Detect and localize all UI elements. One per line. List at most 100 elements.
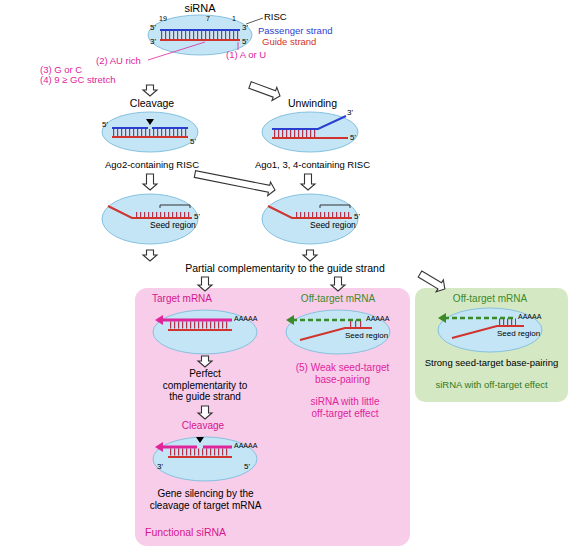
node-text: AAAAA [366, 315, 396, 323]
text-label: (1) A or U [226, 50, 296, 61]
guide-strand [112, 136, 188, 138]
node-text: Ago2-containing RISC [92, 160, 212, 171]
leader-line [246, 18, 263, 24]
base-pairs [161, 31, 239, 39]
risc-oval: Seed region [100, 190, 210, 248]
leader-line [238, 42, 239, 50]
off-target-mrna [292, 319, 364, 322]
cleavage-mark [196, 437, 204, 443]
node-heading: siRNA with off-target effect [418, 380, 565, 391]
node-text: Ago1, 3, 4-containing RISC [240, 160, 385, 171]
seed-bracket [320, 205, 350, 208]
risc-ellipse [262, 112, 358, 152]
node-heading: Cleavage [148, 420, 258, 432]
passenger-strand [272, 116, 346, 129]
passenger-strand [160, 29, 240, 31]
node-heading: Seed region [310, 221, 360, 231]
risc-ellipse [102, 112, 198, 152]
target-mrna [160, 319, 232, 322]
guide-strand [168, 329, 232, 331]
node-text: AAAAA [518, 313, 548, 321]
text-label: 5' [354, 212, 366, 221]
node-text: AAAAA [234, 442, 264, 450]
text-label: Passenger strand [258, 26, 368, 37]
group-box: siRNA with off-target effectOff-target m… [415, 288, 568, 402]
risc-oval: CleavageAgo2-containing RISC [92, 96, 212, 174]
risc-ellipse [148, 15, 252, 55]
risc-oval: Off-target mRNA AAAAA Seed region [280, 292, 405, 358]
text-label: 3' [150, 37, 162, 46]
off-target-mrna [444, 317, 516, 320]
text-label: Perfect complementarity to the guide str… [162, 368, 249, 403]
flow-arrow [416, 268, 448, 295]
risc-oval: siRNA [140, 2, 270, 85]
mrna-cap [155, 315, 163, 325]
node-heading: Unwinding [240, 97, 385, 109]
text-label: 7 [206, 15, 216, 23]
text-label: 5' [150, 23, 162, 32]
base-pairs [170, 449, 230, 456]
flow-arrow [143, 250, 157, 261]
node-heading: Off-target mRNA [283, 293, 393, 305]
arrow-shape [143, 174, 157, 190]
flow-arrow [198, 356, 212, 367]
cleavage-mark [146, 119, 154, 125]
guide-bases [296, 212, 350, 218]
guide-strand [160, 39, 240, 41]
mrna-cap [155, 442, 163, 452]
risc-oval: Off-target mRNAAAAAASeed region [420, 292, 563, 354]
guide-strand [268, 206, 352, 218]
text-label: (4) 9 ≥ GC stretch [40, 75, 140, 86]
flow-arrow [249, 82, 280, 101]
text-label: siRNA with little off-target effect [305, 396, 385, 419]
text-label: 5' [350, 133, 362, 142]
text-label: 1 [232, 15, 242, 23]
arrow-shape [301, 174, 315, 190]
node-text: AAAAA [234, 315, 264, 323]
risc-oval: Target mRNA AAAAA [148, 292, 268, 358]
guide-strand [108, 206, 192, 218]
text-label: 5' [102, 120, 114, 129]
flow-arrow [143, 85, 157, 96]
node-heading: Target mRNA [152, 293, 252, 305]
guide-strand [452, 326, 524, 338]
flow-arrow [194, 171, 275, 196]
passenger-strand [112, 127, 188, 129]
text-label: 19 [159, 15, 173, 23]
node-text: Seed region [345, 331, 395, 340]
guide-strand [168, 456, 232, 458]
text-label: 5' [242, 37, 254, 46]
risc-ellipse [262, 194, 358, 244]
node-heading: Seed region [150, 221, 205, 231]
oval-outline [261, 111, 359, 153]
oval-outline [101, 111, 199, 153]
risc-oval: Seed region [262, 190, 362, 248]
mrna-cap [438, 313, 446, 323]
text-label: 3' [157, 462, 169, 471]
flow-arrow [198, 277, 212, 291]
text-label: RISC [264, 12, 304, 23]
text-label: 3' [242, 23, 254, 32]
arrow-shape [194, 171, 275, 196]
node-heading: Functional siRNA [145, 526, 305, 538]
mrna-cap [286, 315, 294, 325]
risc-oval: CleavageAAAAA [148, 420, 268, 484]
node-heading: Cleavage [92, 97, 212, 109]
text-label: (5) Weak seed-target base-pairing [290, 362, 395, 385]
text-label: 3' [347, 108, 359, 117]
target-mrna [160, 446, 232, 449]
base-pairs [499, 319, 516, 326]
base-pairs [274, 130, 318, 137]
guide-bases [136, 212, 190, 218]
text-label: (2) AU rich [96, 56, 166, 67]
node-text: Seed region [497, 329, 547, 338]
base-pairs [113, 129, 187, 136]
risc-ellipse [102, 194, 198, 244]
text-label: Guide strand [262, 37, 362, 48]
flow-arrow [143, 174, 157, 190]
text-label: 5' [190, 137, 202, 146]
text-label: Gene silencing by the cleavage of target… [138, 488, 273, 511]
base-pairs [350, 321, 364, 328]
